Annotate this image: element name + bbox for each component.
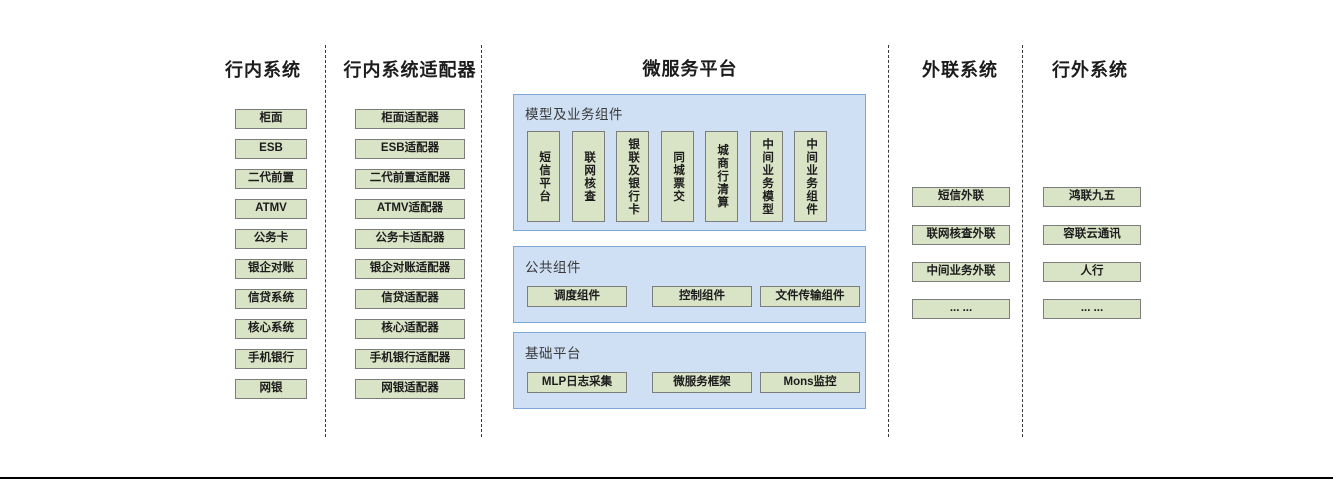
node-adapter-9[interactable]: 手机银行适配器: [355, 349, 465, 369]
node-outbank-2[interactable]: 容联云通讯: [1043, 225, 1141, 245]
node-model-7[interactable]: 中间业务组件: [794, 131, 827, 222]
page-bottom-rule: [0, 477, 1333, 479]
column-title-outbank-systems: 行外系统: [1052, 60, 1128, 80]
column-title-external-link-systems: 外联系统: [922, 60, 998, 80]
node-public-3[interactable]: 文件传输组件: [760, 286, 860, 307]
node-external-1[interactable]: 短信外联: [912, 187, 1010, 207]
node-public-1[interactable]: 调度组件: [527, 286, 627, 307]
node-external-4[interactable]: ... ...: [912, 299, 1010, 319]
column-separator-1: [325, 45, 326, 437]
node-inbank-4[interactable]: ATMV: [235, 199, 307, 219]
node-inbank-8[interactable]: 核心系统: [235, 319, 307, 339]
node-inbank-3[interactable]: 二代前置: [235, 169, 307, 189]
column-title-inbank-systems: 行内系统: [225, 60, 301, 80]
node-model-6[interactable]: 中间业务模型: [750, 131, 783, 222]
node-outbank-3[interactable]: 人行: [1043, 262, 1141, 282]
node-adapter-7[interactable]: 信贷适配器: [355, 289, 465, 309]
panel-public-components: [513, 246, 866, 323]
node-inbank-2[interactable]: ESB: [235, 139, 307, 159]
node-adapter-4[interactable]: ATMV适配器: [355, 199, 465, 219]
panel-base-platform: [513, 332, 866, 409]
panel-title-base-platform: 基础平台: [525, 346, 581, 361]
node-outbank-4[interactable]: ... ...: [1043, 299, 1141, 319]
node-outbank-1[interactable]: 鸿联九五: [1043, 187, 1141, 207]
panel-title-public-components: 公共组件: [525, 260, 581, 275]
node-model-5[interactable]: 城商行清算: [705, 131, 738, 222]
node-adapter-10[interactable]: 网银适配器: [355, 379, 465, 399]
node-inbank-5[interactable]: 公务卡: [235, 229, 307, 249]
panel-title-model-business-components: 模型及业务组件: [525, 107, 623, 122]
column-title-inbank-adapters: 行内系统适配器: [343, 60, 477, 80]
node-public-2[interactable]: 控制组件: [652, 286, 752, 307]
node-model-2[interactable]: 联网核查: [572, 131, 605, 222]
node-adapter-2[interactable]: ESB适配器: [355, 139, 465, 159]
node-base-1[interactable]: MLP日志采集: [527, 372, 627, 393]
node-inbank-9[interactable]: 手机银行: [235, 349, 307, 369]
node-adapter-3[interactable]: 二代前置适配器: [355, 169, 465, 189]
node-inbank-1[interactable]: 柜面: [235, 109, 307, 129]
node-base-3[interactable]: Mons监控: [760, 372, 860, 393]
node-adapter-6[interactable]: 银企对账适配器: [355, 259, 465, 279]
node-adapter-5[interactable]: 公务卡适配器: [355, 229, 465, 249]
node-external-3[interactable]: 中间业务外联: [912, 262, 1010, 282]
node-inbank-6[interactable]: 银企对账: [235, 259, 307, 279]
node-external-2[interactable]: 联网核查外联: [912, 225, 1010, 245]
node-inbank-7[interactable]: 信贷系统: [235, 289, 307, 309]
column-separator-2: [481, 45, 482, 437]
node-base-2[interactable]: 微服务框架: [652, 372, 752, 393]
column-separator-4: [1022, 45, 1023, 437]
column-title-microservice-platform: 微服务平台: [642, 59, 738, 79]
node-adapter-1[interactable]: 柜面适配器: [355, 109, 465, 129]
node-model-1[interactable]: 短信平台: [527, 131, 560, 222]
column-separator-3: [888, 45, 889, 437]
node-model-4[interactable]: 同城票交: [661, 131, 694, 222]
node-model-3[interactable]: 银联及银行卡: [616, 131, 649, 222]
node-adapter-8[interactable]: 核心适配器: [355, 319, 465, 339]
node-inbank-10[interactable]: 网银: [235, 379, 307, 399]
